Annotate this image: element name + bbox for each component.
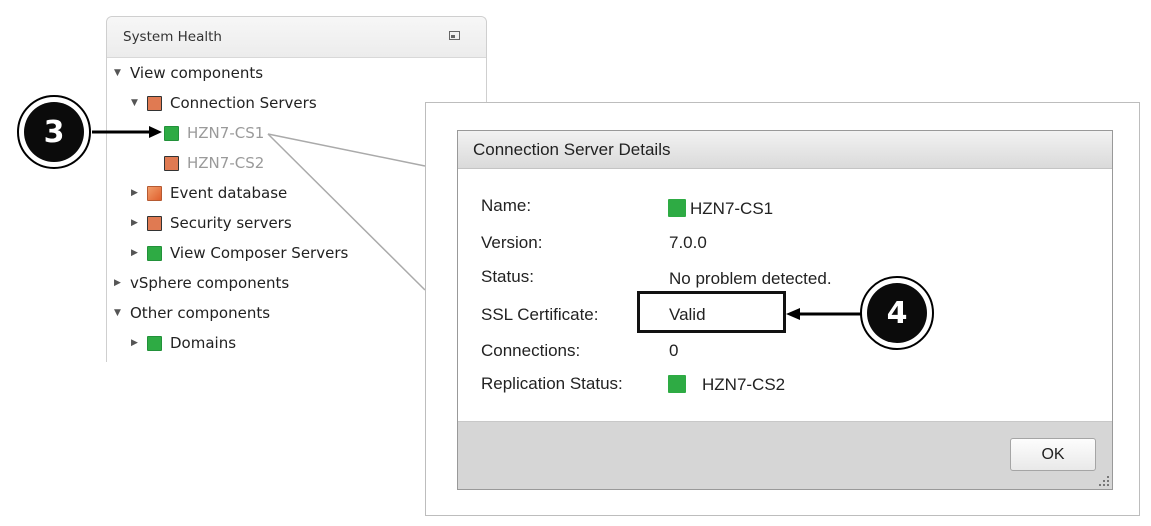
status-label: Status: <box>481 267 534 286</box>
collapse-triangle-icon[interactable]: ▼ <box>114 308 121 318</box>
tree-item-label: Security servers <box>170 214 292 232</box>
healthy-status-icon <box>164 125 179 141</box>
tree-item-label: HZN7-CS2 <box>187 154 265 172</box>
tree-item-view-composer-servers[interactable]: ▶ View Composer Servers <box>131 241 348 265</box>
system-health-title: System Health <box>123 29 222 45</box>
expand-triangle-icon[interactable]: ▶ <box>131 188 138 198</box>
warning-status-icon <box>164 155 179 171</box>
expand-triangle-icon[interactable]: ▶ <box>114 278 121 288</box>
healthy-status-icon <box>147 245 162 261</box>
callout-3-arrow-icon <box>92 126 162 138</box>
name-value: HZN7-CS1 <box>668 199 773 219</box>
tree-item-label: Other components <box>130 304 271 322</box>
name-value-text: HZN7-CS1 <box>690 199 774 218</box>
connections-label: Connections: <box>481 341 581 360</box>
dialog-footer: OK <box>458 421 1112 489</box>
tree-item-other-components[interactable]: ▼ Other components <box>114 301 270 325</box>
ssl-certificate-label: SSL Certificate: <box>481 305 599 324</box>
tree-item-label: View components <box>130 64 264 82</box>
healthy-status-icon <box>147 335 162 351</box>
tree-item-hzn7-cs2[interactable]: HZN7-CS2 <box>164 151 264 175</box>
tree-item-hzn7-cs1[interactable]: HZN7-CS1 <box>164 121 264 145</box>
collapse-triangle-icon[interactable]: ▼ <box>114 68 121 78</box>
tree-item-label: Domains <box>170 334 237 352</box>
callout-4: 4 <box>860 276 934 350</box>
dialog-title: Connection Server Details <box>473 140 671 159</box>
database-status-icon <box>147 185 162 201</box>
tree-item-event-database[interactable]: ▶ Event database <box>131 181 287 205</box>
version-label: Version: <box>481 233 543 252</box>
connections-value: 0 <box>669 341 679 360</box>
resize-grip-icon[interactable] <box>1099 476 1109 486</box>
version-value: 7.0.0 <box>669 233 707 252</box>
name-label: Name: <box>481 196 532 215</box>
collapse-triangle-icon[interactable]: ▼ <box>131 98 138 108</box>
ssl-highlight-box <box>637 291 786 333</box>
healthy-status-icon <box>668 375 686 393</box>
ssl-certificate-value: Valid <box>669 305 706 324</box>
warning-status-icon <box>147 215 162 231</box>
tree-item-label: vSphere components <box>130 274 290 292</box>
tree-item-label: Connection Servers <box>170 94 317 112</box>
expand-triangle-icon[interactable]: ▶ <box>131 218 138 228</box>
tree-item-vsphere-components[interactable]: ▶ vSphere components <box>114 271 289 295</box>
callout-4-arrow-icon <box>786 308 862 320</box>
tree-item-label: HZN7-CS1 <box>187 124 265 142</box>
replication-status-text: HZN7-CS2 <box>702 375 786 394</box>
replication-status-label: Replication Status: <box>481 374 623 393</box>
expand-triangle-icon[interactable]: ▶ <box>131 338 138 348</box>
tree-item-label: Event database <box>170 184 288 202</box>
callout-3: 3 <box>17 95 91 169</box>
tree-item-domains[interactable]: ▶ Domains <box>131 331 236 355</box>
callout-3-number: 3 <box>24 102 84 162</box>
tree-item-label: View Composer Servers <box>170 244 349 262</box>
connection-server-details-dialog: Connection Server Details Name: HZN7-CS1… <box>457 130 1113 490</box>
restore-window-icon[interactable] <box>449 31 460 40</box>
expand-triangle-icon[interactable]: ▶ <box>131 248 138 258</box>
tree-item-view-components[interactable]: ▼ View components <box>114 61 263 85</box>
callout-4-number: 4 <box>867 283 927 343</box>
dialog-header: Connection Server Details <box>458 131 1112 169</box>
ok-button[interactable]: OK <box>1010 438 1096 471</box>
status-value: No problem detected. <box>669 269 832 288</box>
healthy-status-icon <box>668 199 686 217</box>
tree-item-security-servers[interactable]: ▶ Security servers <box>131 211 292 235</box>
system-health-header: System Health <box>107 17 486 58</box>
tree-item-connection-servers[interactable]: ▼ Connection Servers <box>131 91 317 115</box>
warning-status-icon <box>147 95 162 111</box>
replication-status-value: HZN7-CS2 <box>668 375 785 395</box>
